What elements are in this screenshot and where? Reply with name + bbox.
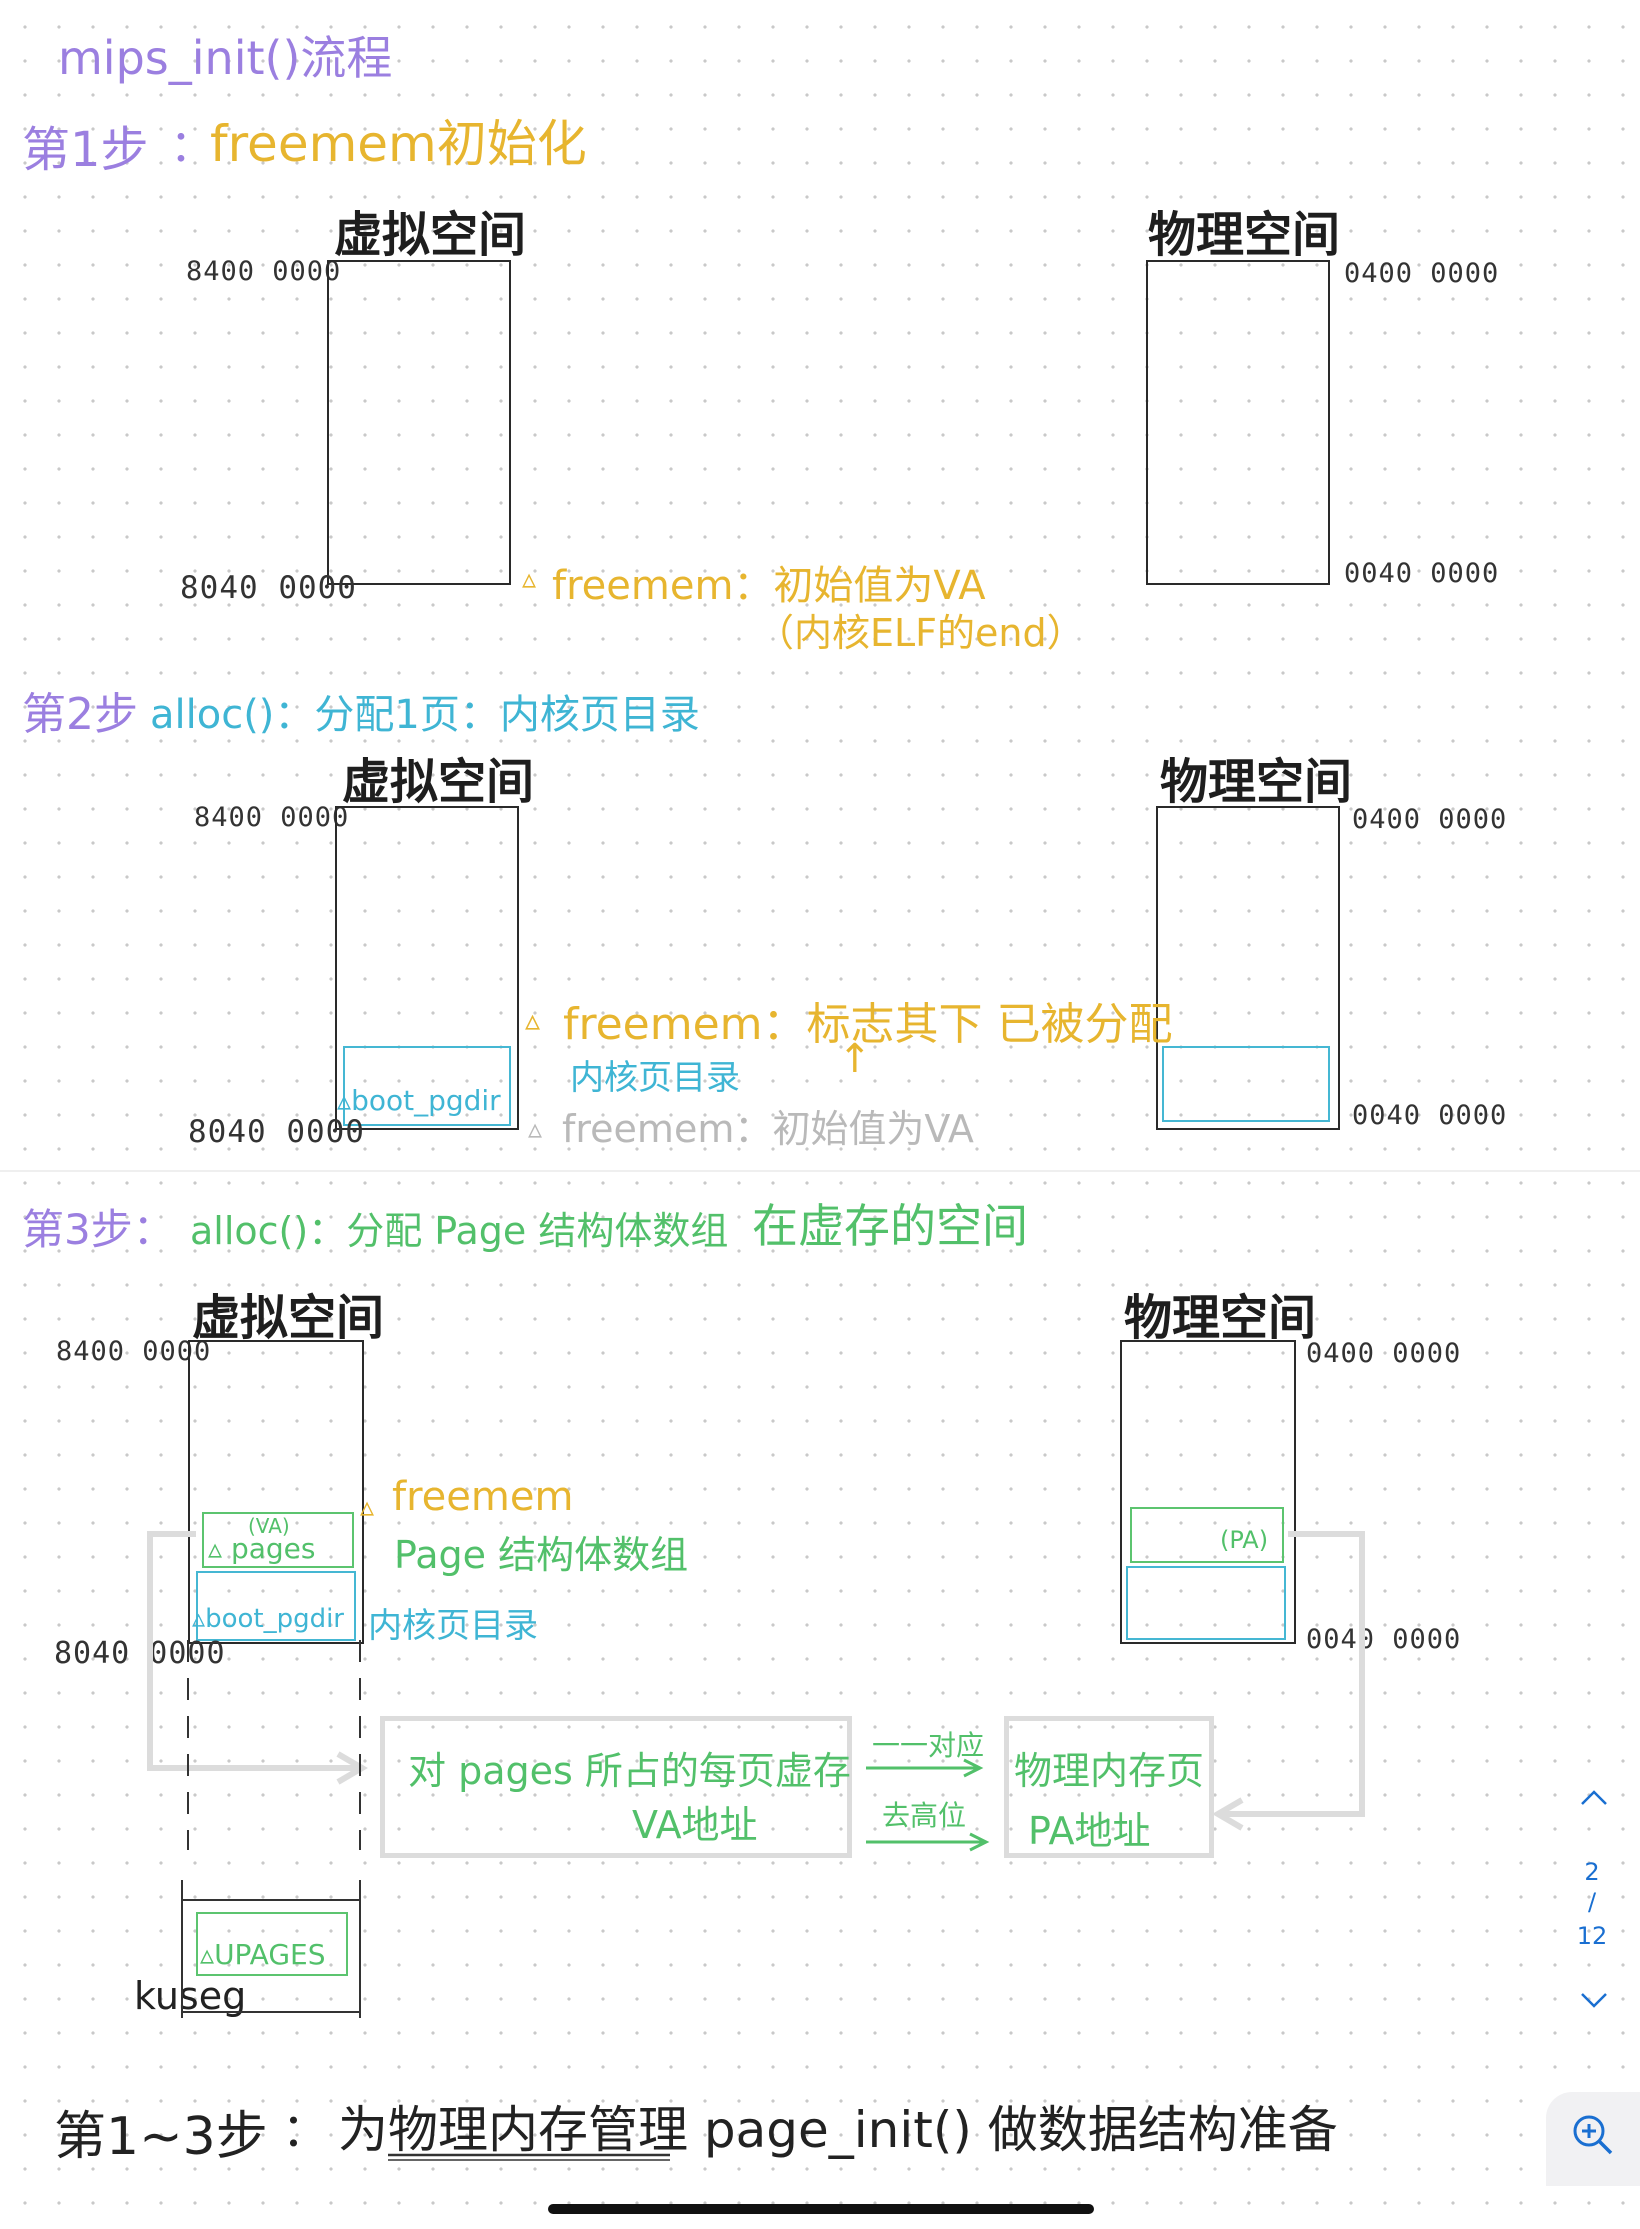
step3-freemem: freemem	[392, 1474, 574, 1520]
step3-kernel-pgdir: 内核页目录	[368, 1606, 538, 1646]
step1-pa-bottom-addr: 0040 0000	[1344, 558, 1500, 589]
step3-va-top-addr: 8400 0000	[56, 1336, 212, 1367]
page-title: mips_init()流程	[58, 31, 393, 85]
step2-kernel-pgdir-note: 内核页目录	[570, 1058, 740, 1098]
step3-va-tag: (VA)	[248, 1514, 290, 1538]
section-divider	[0, 1170, 1640, 1172]
zoom-in-icon	[1573, 2115, 1613, 2155]
step2-boot-pgdir-box	[343, 1046, 511, 1126]
step2-pa-bottom-addr: 0040 0000	[1352, 1100, 1508, 1131]
step2-pa-used-box	[1162, 1046, 1330, 1122]
step2-boot-pgdir-label: ▵boot_pgdir	[337, 1084, 501, 1117]
step3-va-mapping-box	[380, 1716, 852, 1858]
step2-va-top-addr: 8400 0000	[194, 802, 350, 833]
step1-pa-box	[1146, 260, 1330, 585]
step3-pa-mapping-box	[1004, 1716, 1214, 1858]
step3-pa-bottom-addr: 0040 0000	[1306, 1624, 1462, 1655]
step3-heading: alloc()：分配 Page 结构体数组	[190, 1209, 729, 1253]
step3-page-array: Page 结构体数组	[394, 1533, 689, 1577]
step2-boot-pgdir-text: boot_pgdir	[351, 1084, 501, 1117]
step3-pages-label: ▵ pages	[208, 1532, 316, 1565]
step1-va-title: 虚拟空间	[334, 207, 527, 263]
step3-pa-pgdir-box	[1126, 1566, 1286, 1640]
step1-va-bottom-addr: 8040 0000	[180, 570, 357, 606]
step1-heading: freemem初始化	[210, 115, 587, 173]
step3-va-box	[188, 1340, 364, 1644]
chevron-up-icon	[1581, 1790, 1607, 1805]
step3-heading-tail: 在虚存的空间	[752, 1199, 1028, 1253]
summary-sep: ：	[282, 2103, 328, 2157]
step3-freemem-marker: ▵	[360, 1490, 375, 1523]
page-total: 12	[1576, 1922, 1608, 1950]
step3-upages-label: ▵UPAGES	[200, 1938, 326, 1971]
step2-pa-top-addr: 0400 0000	[1352, 804, 1508, 835]
step3-pa-title: 物理空间	[1124, 1290, 1317, 1346]
step2-pa-title: 物理空间	[1160, 754, 1353, 810]
step1-freemem-marker: ▵	[522, 562, 537, 595]
zoom-button[interactable]	[1546, 2092, 1640, 2186]
step3-boot-pgdir-text: boot_pgdir	[205, 1604, 344, 1634]
step3-pa-top-addr: 0400 0000	[1306, 1338, 1462, 1369]
step2-va-box	[335, 806, 519, 1130]
home-indicator	[548, 2204, 1094, 2214]
step2-arrow-up: ↑	[838, 1036, 872, 1082]
step1-freemem-note-1: freemem：初始值为VA	[552, 563, 986, 609]
step3-box-left-line1: 对 pages 所占的每页虚存	[408, 1749, 851, 1793]
step3-va-bottom-addr: 8040 0000	[54, 1636, 226, 1671]
step1-label: 第1步	[22, 122, 149, 178]
step2-va-bottom-addr: 8040 0000	[188, 1114, 365, 1150]
step3-pa-box	[1120, 1340, 1296, 1644]
step3-pa-tag: (PA)	[1220, 1526, 1269, 1554]
step3-arrow-bottom: 去高位	[882, 1799, 967, 1832]
step2-old-freemem-marker: ▵	[528, 1112, 543, 1145]
step2-freemem-note: freemem：标志其下 已被分配	[563, 999, 1173, 1050]
step2-old-freemem-note: freemem：初始值为VA	[562, 1107, 974, 1151]
step3-upages-text: UPAGES	[214, 1938, 326, 1971]
step1-va-box	[327, 260, 511, 585]
step2-freemem-marker: ▵	[525, 1003, 541, 1038]
step2-label: 第2步	[22, 689, 138, 740]
summary-label: 第1~3步	[54, 2107, 268, 2167]
step1-freemem-note-2: （内核ELF的end）	[756, 611, 1085, 655]
page-current: 2	[1584, 1858, 1600, 1886]
step3-label: 第3步：	[22, 1205, 175, 1254]
step3-kuseg: kuseg	[134, 1974, 247, 2018]
step3-box-right-line2: PA地址	[1028, 1809, 1151, 1853]
step3-upages-box	[196, 1912, 348, 1976]
step1-pa-title: 物理空间	[1148, 207, 1341, 263]
page-slash: /	[1587, 1888, 1597, 1916]
step3-box-right-line1: 物理内存页	[1014, 1749, 1205, 1793]
step1-sep: ：	[170, 121, 214, 172]
step1-va-top-addr: 8400 0000	[186, 256, 342, 287]
step2-pa-box	[1156, 806, 1340, 1130]
next-page-button[interactable]	[1572, 1990, 1616, 2026]
step3-pages-text: pages	[230, 1532, 316, 1565]
step3-boot-pgdir-label: ▵boot_pgdir	[192, 1604, 344, 1634]
prev-page-button[interactable]	[1572, 1788, 1616, 1824]
step1-pa-top-addr: 0400 0000	[1344, 258, 1500, 289]
step3-box-left-line2: VA地址	[632, 1803, 758, 1847]
step3-pages-box	[202, 1512, 354, 1568]
chevron-down-icon	[1581, 1993, 1607, 2008]
step3-pa-pages-box	[1130, 1507, 1284, 1563]
step3-va-title: 虚拟空间	[192, 1290, 385, 1346]
step2-heading: alloc()：分配1页：内核页目录	[150, 692, 700, 738]
summary-text: 为物理内存管理 page_init() 做数据结构准备	[338, 2101, 1338, 2159]
step3-arrow-top: 一一对应	[872, 1729, 985, 1762]
step2-va-title: 虚拟空间	[342, 754, 535, 810]
step3-boot-pgdir-box	[196, 1571, 356, 1641]
